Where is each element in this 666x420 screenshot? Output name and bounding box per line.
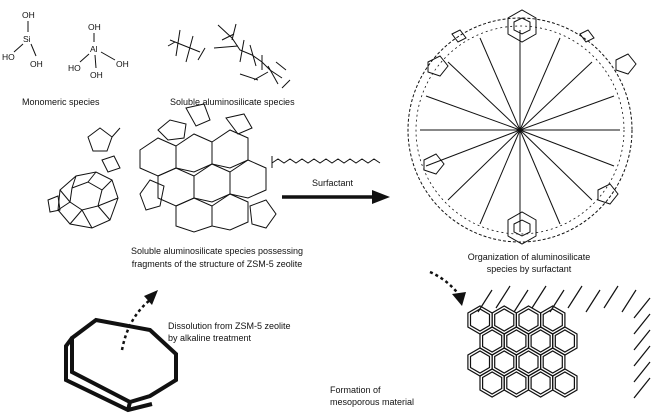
mesopore-wall (469, 308, 491, 332)
mesopore-wall (518, 350, 539, 374)
mesoporous-honeycomb (467, 285, 651, 399)
silicic-acid-structure: OH Si HO OH (2, 10, 43, 69)
mesopore-wall (530, 329, 551, 353)
mesopore-wall (518, 308, 539, 332)
aluminate-structure: OH Al HO OH OH (68, 22, 129, 80)
si-oh-top: OH (22, 10, 35, 20)
si-ho-left: HO (2, 52, 15, 62)
si-center: Si (23, 34, 31, 44)
mesopore-cell (552, 326, 578, 356)
channel-line (549, 289, 565, 313)
dissolution-caption-line1: Dissolution from ZSM-5 zeolite (168, 321, 291, 331)
mesopore-wall (482, 329, 503, 353)
surfactant-arrow (282, 190, 390, 204)
al-oh-top: OH (88, 22, 101, 32)
mesopore-cell (467, 347, 493, 377)
channel-line (513, 289, 529, 313)
branched-species-small (167, 29, 206, 63)
mesopore-cell (515, 305, 542, 335)
mesopore-cell (515, 347, 542, 377)
al-center: Al (90, 44, 98, 54)
mesopore-wall (494, 350, 515, 374)
mesopore-wall (554, 329, 576, 353)
zeolite-fragment-large (139, 103, 277, 233)
mesopore-cell (479, 326, 505, 356)
cyclopentane-ring (87, 127, 121, 152)
formation-caption-line2: mesoporous material (330, 397, 415, 407)
channel-line (603, 285, 619, 309)
formation-caption-line1: Formation of (330, 385, 381, 395)
al-oh-right: OH (116, 59, 129, 69)
al-oh-bottom: OH (90, 70, 103, 80)
channel-line (633, 377, 651, 399)
organization-caption-line2: species by surfactant (486, 264, 572, 274)
fragments-caption-line1: Soluble aluminosilicate species possessi… (130, 246, 304, 256)
mesopore-wall (469, 350, 491, 374)
mesopore-wall (554, 371, 576, 395)
formation-arrow (429, 270, 461, 297)
surfactant-label: Surfactant (312, 178, 354, 188)
channel-line (567, 285, 583, 309)
channel-line (633, 345, 651, 367)
branched-species-large (213, 23, 291, 89)
micelle-assembly (407, 9, 637, 245)
monomeric-caption: Monomeric species (22, 97, 100, 107)
si-oh-bottom: OH (30, 59, 43, 69)
mesopore-wall (542, 350, 563, 374)
channel-line (621, 289, 637, 313)
mesopore-wall (506, 371, 527, 395)
channel-line (633, 313, 651, 335)
mesopore-cell (527, 326, 554, 356)
mesopore-wall (482, 371, 503, 395)
mesopore-cell (527, 368, 554, 398)
mesopore-wall (530, 371, 551, 395)
al-ho-left: HO (68, 63, 81, 73)
fragments-caption-line2: fragments of the structure of ZSM-5 zeol… (131, 259, 303, 269)
organization-caption-line1: Organization of aluminosilicate (467, 252, 591, 262)
channel-line (495, 285, 511, 309)
mesopore-wall (506, 329, 527, 353)
soluble-species-caption: Soluble aluminosilicate species (170, 97, 295, 107)
zeolite-fragment-cluster (47, 155, 121, 229)
surfactant-chain (271, 158, 381, 164)
channel-line (633, 329, 651, 351)
dissolution-caption-line2: by alkaline treatment (168, 333, 252, 343)
mesopore-cell (467, 305, 493, 335)
channel-line (633, 297, 651, 319)
mesopore-wall (494, 308, 515, 332)
mesopore-cell (503, 368, 530, 398)
zsm5-crystal (64, 317, 178, 413)
channel-line (585, 289, 601, 313)
channel-line (633, 361, 651, 383)
channel-line (531, 285, 547, 309)
mesopore-cell (479, 368, 505, 398)
mesopore-cell (552, 368, 578, 398)
channel-line (477, 289, 493, 313)
dissolution-arrow (120, 299, 151, 351)
mesopore-wall (542, 308, 563, 332)
